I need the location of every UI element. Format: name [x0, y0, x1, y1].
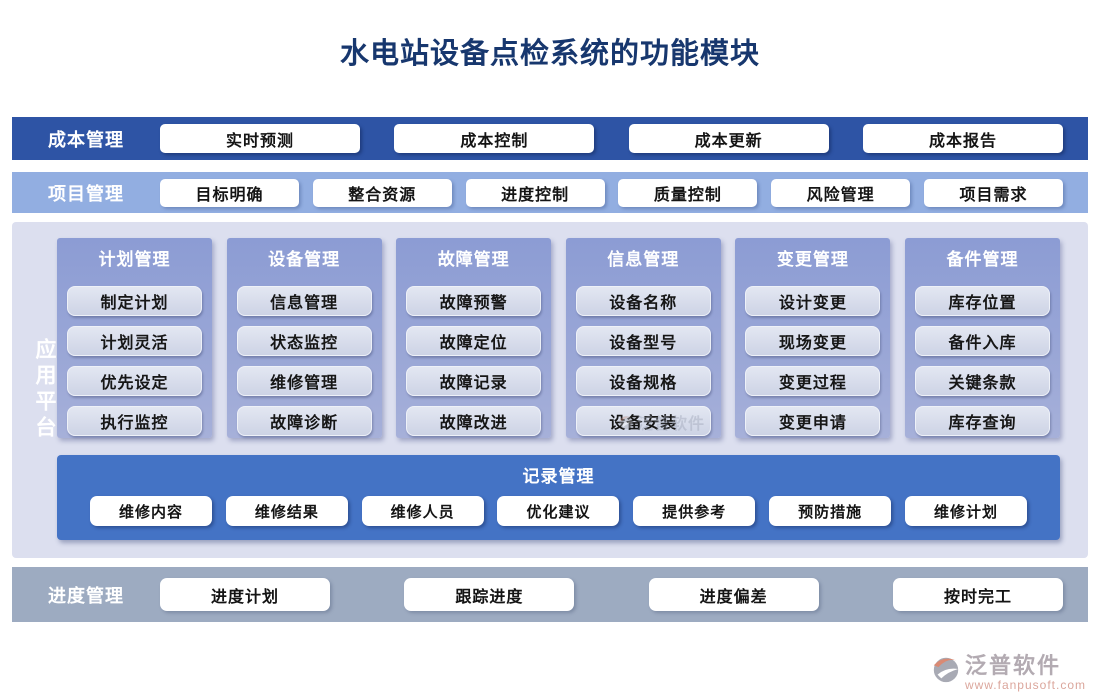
fault-button[interactable]: 故障定位: [406, 326, 542, 356]
cost-management-bar: 成本管理 实时预测 成本控制 成本更新 成本报告: [12, 117, 1088, 160]
brand-watermark-text: 泛普软件 www.fanpusoft.com: [965, 654, 1086, 692]
project-button-quality-control[interactable]: 质量控制: [618, 178, 758, 207]
module-columns: 计划管理 制定计划 计划灵活 优先设定 执行监控 设备管理 信息管理 状态监控 …: [57, 238, 1060, 438]
plan-button[interactable]: 计划灵活: [67, 326, 202, 356]
column-equipment-management: 设备管理 信息管理 状态监控 维修管理 故障诊断: [226, 238, 382, 438]
progress-management-bar: 进度管理 进度计划 跟踪进度 进度偏差 按时完工: [12, 567, 1088, 622]
spareparts-button[interactable]: 备件入库: [914, 326, 1050, 356]
fault-button[interactable]: 故障记录: [406, 366, 542, 396]
project-button-project-demand[interactable]: 项目需求: [923, 178, 1063, 207]
equipment-button[interactable]: 状态监控: [236, 326, 372, 356]
column-title: 备件管理: [946, 250, 1019, 269]
column-title: 计划管理: [98, 250, 171, 269]
project-button-risk-management[interactable]: 风险管理: [771, 178, 911, 207]
record-management-title: 记录管理: [522, 467, 595, 486]
column-fault-management: 故障管理 故障预警 故障定位 故障记录 故障改进: [396, 238, 552, 438]
cost-button-cost-control[interactable]: 成本控制: [394, 124, 595, 153]
change-button[interactable]: 设计变更: [745, 286, 881, 316]
watermark-brand-text: 泛普软件: [964, 653, 1061, 679]
progress-button-schedule-deviation[interactable]: 进度偏差: [648, 578, 819, 611]
equipment-button[interactable]: 信息管理: [236, 286, 372, 316]
watermark-url-text: www.fanpusoft.com: [964, 678, 1086, 693]
equipment-button[interactable]: 维修管理: [236, 366, 372, 396]
change-button[interactable]: 变更过程: [745, 366, 881, 396]
column-info-management: 信息管理 设备名称 设备型号 设备规格 设备安装: [565, 238, 721, 438]
info-button[interactable]: 设备名称: [575, 286, 711, 316]
project-button-clear-goals[interactable]: 目标明确: [160, 178, 299, 207]
info-button[interactable]: 设备规格: [575, 366, 711, 396]
column-plan-management: 计划管理 制定计划 计划灵活 优先设定 执行监控: [57, 238, 212, 438]
column-title: 故障管理: [437, 250, 510, 269]
change-button[interactable]: 变更申请: [745, 406, 881, 436]
change-button[interactable]: 现场变更: [745, 326, 881, 356]
record-button-prevent-measures[interactable]: 预防措施: [769, 496, 892, 526]
record-button-repair-staff[interactable]: 维修人员: [361, 496, 484, 526]
cost-management-label: 成本管理: [48, 129, 124, 150]
info-button[interactable]: 设备安装: [575, 406, 711, 436]
record-button-repair-result[interactable]: 维修结果: [225, 496, 348, 526]
record-button-optimize-advice[interactable]: 优化建议: [497, 496, 620, 526]
column-change-management: 变更管理 设计变更 现场变更 变更过程 变更申请: [735, 238, 891, 438]
brand-watermark: 泛普软件 www.fanpusoft.com: [931, 654, 1086, 692]
column-spareparts-management: 备件管理 库存位置 备件入库 关键条款 库存查询: [904, 238, 1060, 438]
progress-buttons-row: 进度计划 跟踪进度 进度偏差 按时完工: [160, 578, 1088, 611]
column-title: 变更管理: [776, 250, 849, 269]
spareparts-button[interactable]: 库存查询: [914, 406, 1050, 436]
plan-button[interactable]: 执行监控: [67, 406, 202, 436]
record-button-repair-plan[interactable]: 维修计划: [904, 496, 1027, 526]
fault-button[interactable]: 故障预警: [406, 286, 542, 316]
cost-buttons-row: 实时预测 成本控制 成本更新 成本报告: [160, 124, 1088, 153]
fanpu-logo-icon: [933, 658, 959, 683]
progress-button-schedule-plan[interactable]: 进度计划: [160, 578, 330, 611]
project-button-schedule-control[interactable]: 进度控制: [465, 178, 605, 207]
project-management-bar: 项目管理 目标明确 整合资源 进度控制 质量控制 风险管理 项目需求: [12, 172, 1088, 213]
plan-button[interactable]: 制定计划: [67, 286, 202, 316]
equipment-button[interactable]: 故障诊断: [236, 406, 372, 436]
application-platform-label: 应用平台: [33, 338, 56, 442]
project-button-integrate-resources[interactable]: 整合资源: [312, 178, 452, 207]
spareparts-button[interactable]: 库存位置: [914, 286, 1050, 316]
cost-button-cost-update[interactable]: 成本更新: [628, 124, 829, 153]
spareparts-button[interactable]: 关键条款: [914, 366, 1050, 396]
plan-button[interactable]: 优先设定: [67, 366, 202, 396]
progress-button-track-progress[interactable]: 跟踪进度: [404, 578, 575, 611]
info-button[interactable]: 设备型号: [575, 326, 711, 356]
record-button-repair-content[interactable]: 维修内容: [90, 496, 212, 526]
progress-button-finish-on-time[interactable]: 按时完工: [892, 578, 1063, 611]
column-title: 信息管理: [607, 250, 680, 269]
record-management-panel: 记录管理 维修内容 维修结果 维修人员 优化建议 提供参考 预防措施 维修计划: [57, 455, 1060, 540]
progress-management-label: 进度管理: [48, 585, 124, 606]
cost-button-realtime-forecast[interactable]: 实时预测: [160, 124, 360, 153]
application-platform-panel: 应用平台 计划管理 制定计划 计划灵活 优先设定 执行监控 设备管理 信息管理 …: [12, 222, 1088, 558]
column-title: 设备管理: [268, 250, 341, 269]
cost-button-cost-report[interactable]: 成本报告: [862, 124, 1063, 153]
page-title: 水电站设备点检系统的功能模块: [339, 38, 760, 70]
record-buttons-row: 维修内容 维修结果 维修人员 优化建议 提供参考 预防措施 维修计划: [57, 487, 1060, 526]
fault-button[interactable]: 故障改进: [406, 406, 542, 436]
project-management-label: 项目管理: [48, 183, 124, 204]
project-buttons-row: 目标明确 整合资源 进度控制 质量控制 风险管理 项目需求: [160, 178, 1088, 207]
record-button-provide-reference[interactable]: 提供参考: [633, 496, 756, 526]
